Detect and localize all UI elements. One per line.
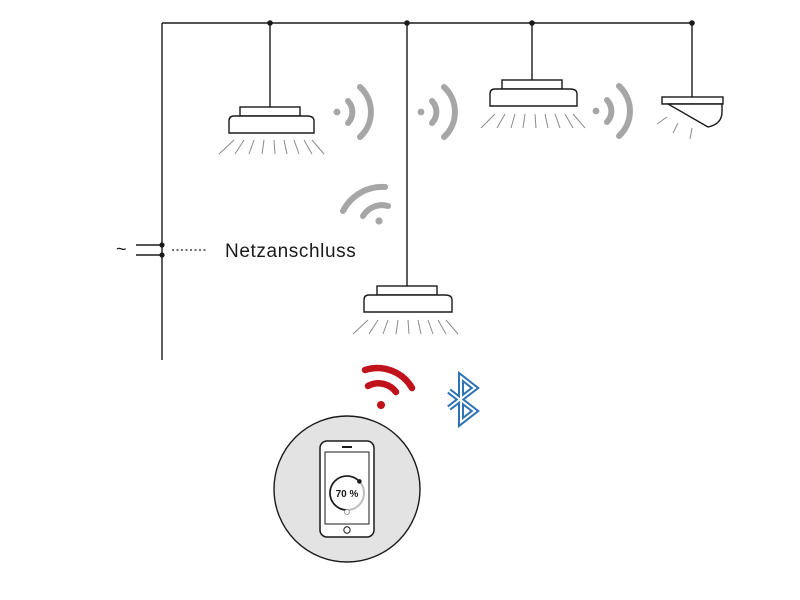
mains-label: Netzanschluss [225,241,356,262]
light-rays [480,113,586,129]
dimmer-percentage: 70 % [336,489,359,500]
mains-ac-symbol: ~ [116,239,127,259]
ceiling-luminaire-icon [363,285,453,313]
mains-terminal-dot [159,242,165,248]
junction-dot [267,20,273,26]
bluetooth-icon [447,370,480,429]
ceiling-luminaire-icon [228,106,315,134]
radio-wave-icon [417,84,458,140]
light-rays [656,116,693,140]
light-rays [218,139,325,155]
smartphone-icon: 70 % [273,415,421,563]
junction-dot [689,20,695,26]
ceiling-luminaire-icon [489,79,578,107]
dimmer-dial-icon: 70 % [329,475,365,515]
junction-dot [404,20,410,26]
mains-terminal-dot [159,252,165,258]
wifi-icon [340,183,391,225]
radio-wave-icon [333,84,374,140]
wifi-icon [361,364,416,409]
junction-dot [529,20,535,26]
wiring [161,22,693,360]
mains-connection: ~ Netzanschluss [116,239,356,262]
light-rays [352,319,459,335]
spotlight-icon [661,96,724,128]
junction-dots [267,20,695,26]
radio-wave-icon [592,83,633,139]
